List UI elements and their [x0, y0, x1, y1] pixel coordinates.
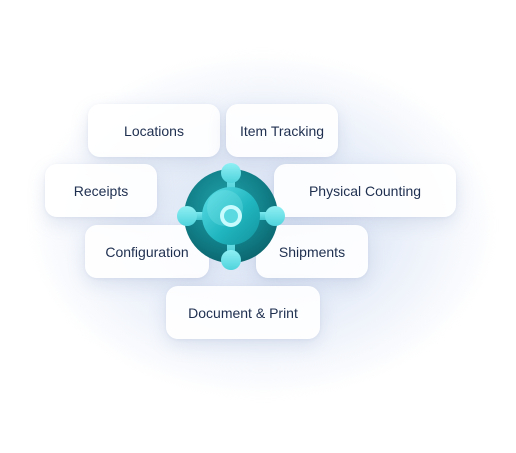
business-central-logo-icon [165, 150, 297, 282]
module-label-shipments: Shipments [278, 243, 346, 260]
module-card-item-tracking: Item Tracking [226, 104, 338, 157]
module-label-document-print: Document & Print [188, 304, 298, 321]
module-label-item-tracking: Item Tracking [239, 122, 325, 139]
logo-stem-right [249, 212, 275, 220]
logo-node-right [265, 206, 285, 226]
module-card-document-print: Document & Print [166, 286, 320, 339]
module-label-configuration: Configuration [105, 243, 189, 260]
logo-node-left [177, 206, 197, 226]
module-label-physical-counting: Physical Counting [308, 182, 422, 199]
module-card-physical-counting: Physical Counting [274, 164, 456, 217]
logo-node-bottom [221, 250, 241, 270]
module-label-receipts: Receipts [73, 182, 129, 199]
module-card-locations: Locations [88, 104, 220, 157]
logo-stem-top [227, 172, 235, 198]
logo-stem-left [187, 212, 213, 220]
logo-stem-bottom [227, 234, 235, 260]
module-card-shipments: Shipments [256, 225, 368, 278]
module-label-locations: Locations [124, 122, 184, 139]
logo-center-dot [224, 209, 238, 223]
logo-node-top [221, 163, 241, 183]
module-card-receipts: Receipts [45, 164, 157, 217]
